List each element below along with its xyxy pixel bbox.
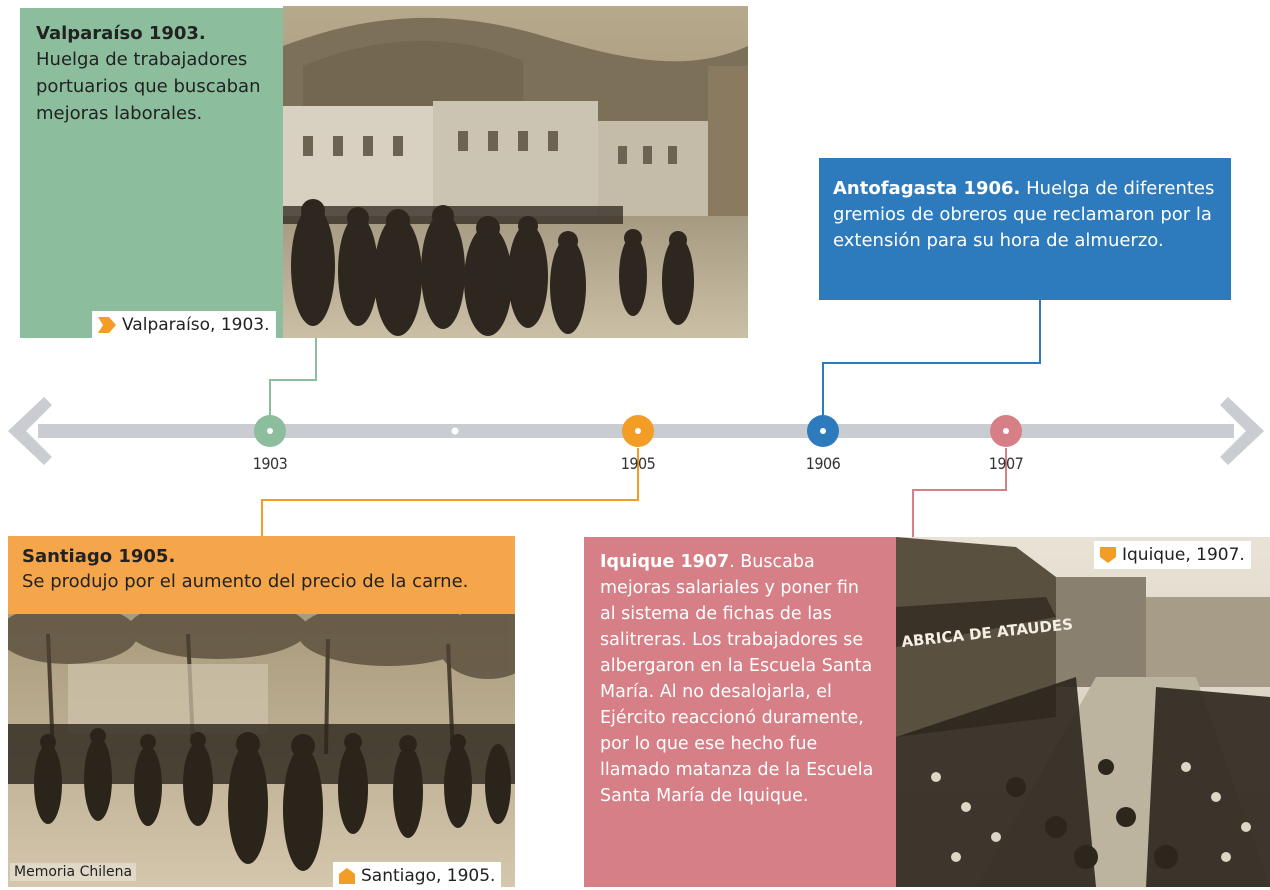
- santiago-title: Santiago 1905.: [22, 546, 176, 567]
- valparaiso-title: Valparaíso 1903.: [36, 23, 206, 44]
- year-dot-1905[interactable]: [622, 415, 654, 447]
- iquique-title: Iquique 1907: [600, 552, 730, 572]
- arrow-right-icon: [1220, 397, 1264, 465]
- card-iquique: Iquique 1907. Buscaba mejoras salariales…: [584, 537, 896, 887]
- card-antofagasta: Antofagasta 1906. Huelga de diferentes g…: [819, 158, 1231, 300]
- marker-icon: [1100, 547, 1116, 563]
- year-label-1903: 1903: [252, 454, 288, 473]
- year-label-1906: 1906: [805, 454, 841, 473]
- iquique-body: . Buscaba mejoras salariales y poner fin…: [600, 552, 874, 806]
- iquique-caption-text: Iquique, 1907.: [1122, 545, 1245, 565]
- arrow-left-icon: [8, 397, 52, 465]
- antofagasta-body: Huelga de diferentes gremios de obreros …: [833, 178, 1215, 251]
- santiago-photo-credit: Memoria Chilena: [10, 863, 137, 881]
- connector-valparaiso: [269, 338, 317, 418]
- marker-icon: [98, 317, 116, 333]
- santiago-caption-text: Santiago, 1905.: [361, 866, 496, 886]
- iquique-text: Iquique 1907. Buscaba mejoras salariales…: [600, 549, 880, 809]
- year-dot-1907[interactable]: [990, 415, 1022, 447]
- year-dot-1903[interactable]: [254, 415, 286, 447]
- caption-santiago: Santiago, 1905.: [333, 862, 502, 890]
- photo-iquique: ABRICA DE ATAUDES: [896, 537, 1270, 887]
- valparaiso-text: Huelga de trabajadores portuarios que bu…: [36, 49, 261, 124]
- connector-santiago: [261, 448, 639, 536]
- photo-santiago: [8, 614, 515, 887]
- caption-iquique: Iquique, 1907.: [1094, 541, 1251, 569]
- antofagasta-text: Antofagasta 1906. Huelga de diferentes g…: [833, 176, 1217, 254]
- connector-iquique: [912, 448, 1007, 537]
- axis-tick-1904: [451, 427, 459, 435]
- valparaiso-caption-text: Valparaíso, 1903.: [122, 315, 270, 335]
- card-santiago: Santiago 1905. Se produjo por el aumento…: [8, 536, 515, 614]
- caption-valparaiso: Valparaíso, 1903.: [92, 311, 276, 339]
- card-valparaiso: Valparaíso 1903. Huelga de trabajadores …: [20, 8, 283, 338]
- year-label-1907: 1907: [988, 454, 1024, 473]
- connector-antofagasta: [822, 300, 1041, 418]
- year-dot-1906[interactable]: [807, 415, 839, 447]
- marker-icon: [339, 868, 355, 884]
- antofagasta-title: Antofagasta 1906.: [833, 178, 1021, 199]
- photo-valparaiso: [283, 6, 748, 338]
- year-label-1905: 1905: [620, 454, 656, 473]
- santiago-text: Se produjo por el aumento del precio de …: [22, 571, 469, 592]
